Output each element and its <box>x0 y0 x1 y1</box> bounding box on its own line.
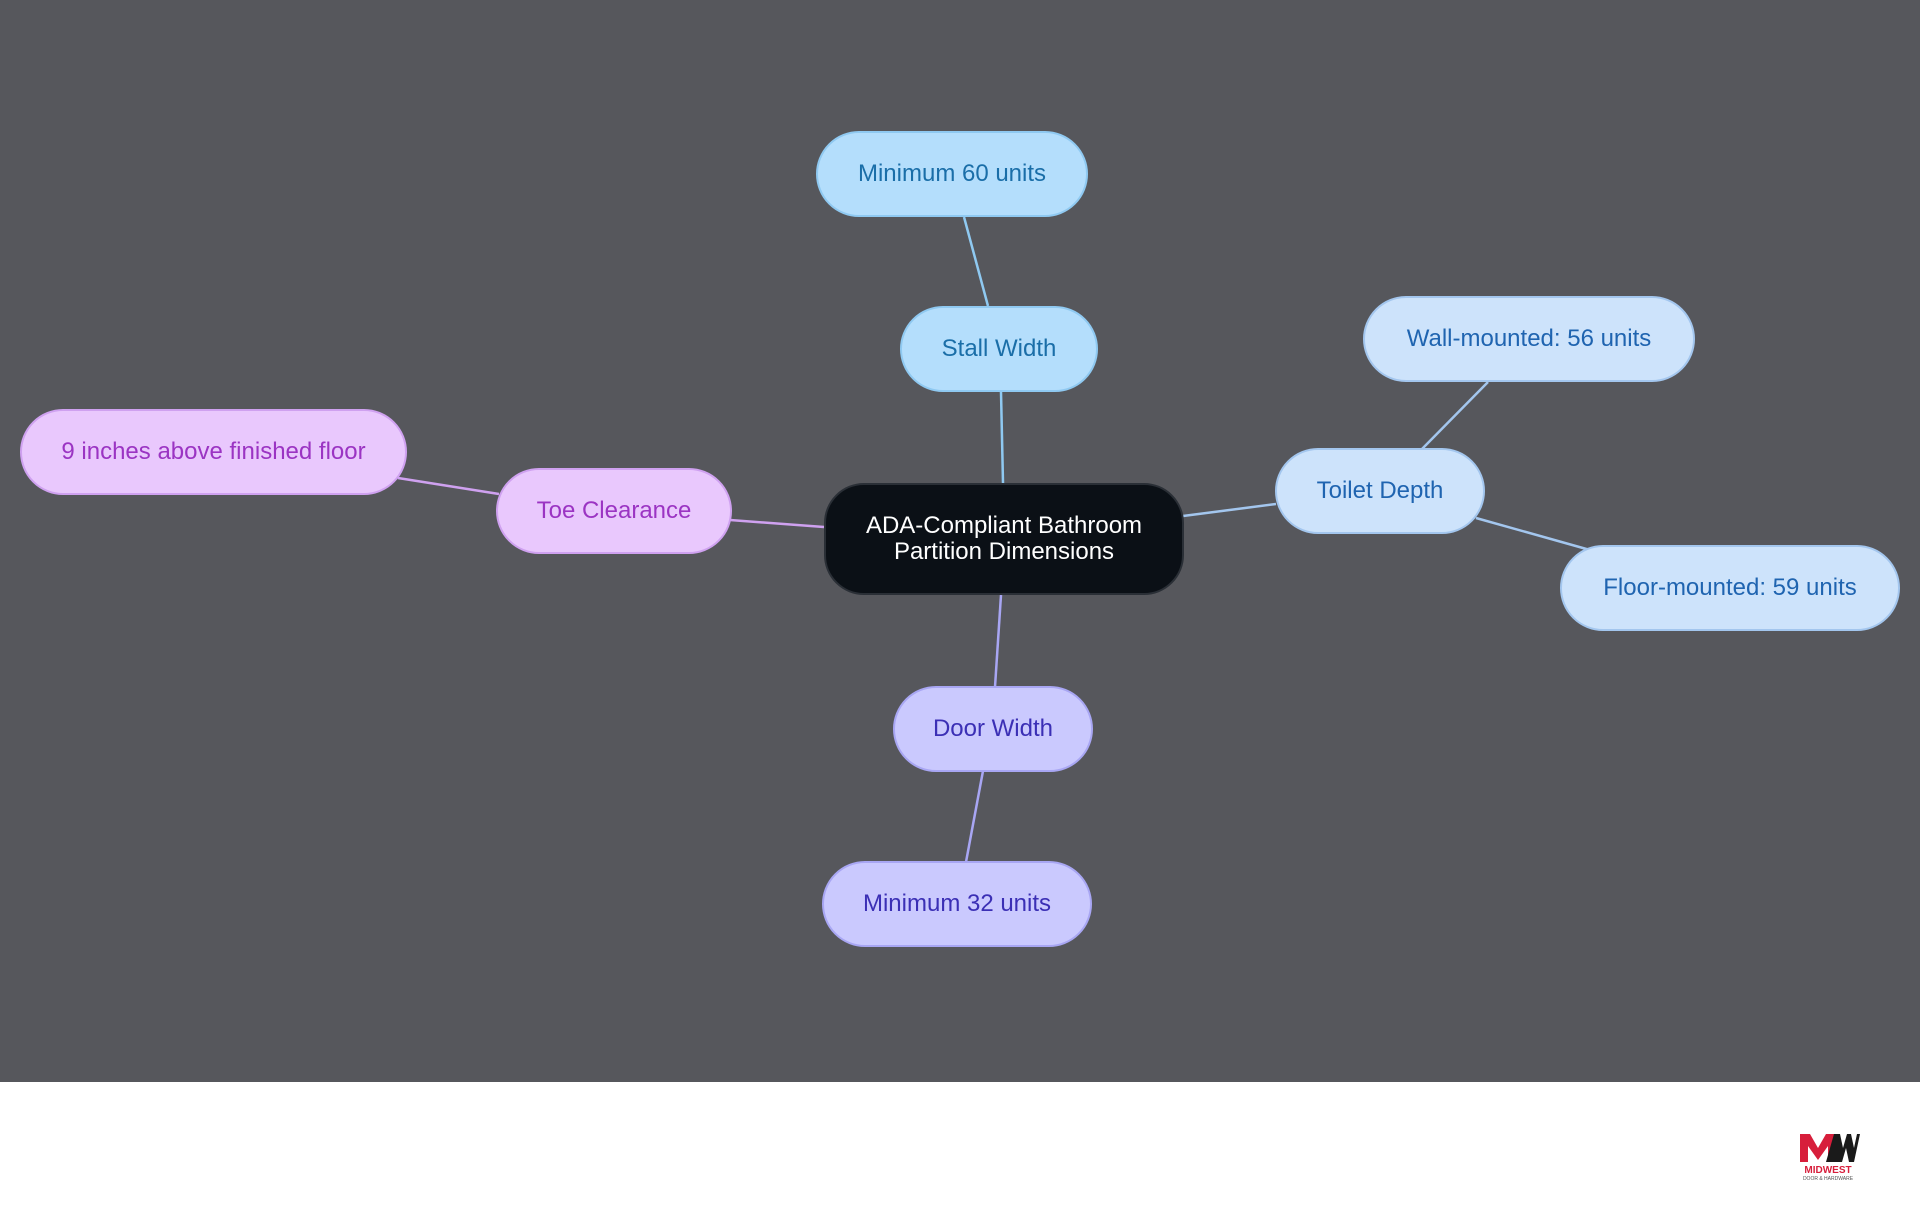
leaf-minimum-32-units[interactable]: Minimum 32 units <box>822 861 1092 947</box>
edge-toe-clearance-9-inches <box>397 476 500 496</box>
leaf-wall-mounted[interactable]: Wall-mounted: 56 units <box>1363 296 1695 382</box>
branch-toe-clearance-label: Toe Clearance <box>536 496 692 524</box>
edge-root-stall-width <box>999 391 1005 484</box>
leaf-floor-mounted[interactable]: Floor-mounted: 59 units <box>1560 545 1900 631</box>
edge-root-toe-clearance <box>729 518 825 529</box>
leaf-minimum-60-units[interactable]: Minimum 60 units <box>816 131 1088 217</box>
edge-toilet-depth-wall-mounted <box>1421 381 1489 450</box>
edge-stall-width-minimum-60 <box>962 216 990 307</box>
logo-w-shape <box>1826 1134 1860 1162</box>
logo-subtext: DOOR & HARDWARE <box>1803 1176 1854 1182</box>
branch-stall-width[interactable]: Stall Width <box>900 306 1098 392</box>
mind-map-edges <box>397 216 1591 863</box>
leaf-floor-mounted-label: Floor-mounted: 59 units <box>1603 573 1857 601</box>
mw-logo-icon: MIDWEST DOOR & HARDWARE <box>1800 1134 1860 1182</box>
branch-toilet-depth-label: Toilet Depth <box>1316 476 1444 504</box>
leaf-9-inches-above-floor-label: 9 inches above finished floor <box>61 437 366 465</box>
footer <box>0 1082 1920 1215</box>
leaf-minimum-60-units-label: Minimum 60 units <box>857 159 1047 187</box>
edge-root-toilet-depth <box>1182 502 1277 518</box>
edge-root-door-width <box>993 594 1003 688</box>
edge-door-width-minimum-32 <box>964 770 985 863</box>
branch-toe-clearance[interactable]: Toe Clearance <box>496 468 732 554</box>
leaf-9-inches-above-floor[interactable]: 9 inches above finished floor <box>20 409 407 495</box>
leaf-wall-mounted-label: Wall-mounted: 56 units <box>1406 324 1652 352</box>
branch-door-width[interactable]: Door Width <box>893 686 1093 772</box>
logo-m-shape <box>1800 1134 1836 1162</box>
branch-stall-width-label: Stall Width <box>941 334 1057 362</box>
branch-toilet-depth[interactable]: Toilet Depth <box>1275 448 1485 534</box>
logo-text: MIDWEST <box>1804 1165 1851 1176</box>
mind-map-canvas: ADA-Compliant Bathroom Partition Dimensi… <box>0 0 1920 1082</box>
root-node-label: ADA-Compliant Bathroom Partition Dimensi… <box>865 511 1143 565</box>
leaf-minimum-32-units-label: Minimum 32 units <box>862 889 1052 917</box>
branch-door-width-label: Door Width <box>932 714 1054 742</box>
root-node[interactable]: ADA-Compliant Bathroom Partition Dimensi… <box>824 483 1184 595</box>
edge-toilet-depth-floor-mounted <box>1475 516 1591 552</box>
